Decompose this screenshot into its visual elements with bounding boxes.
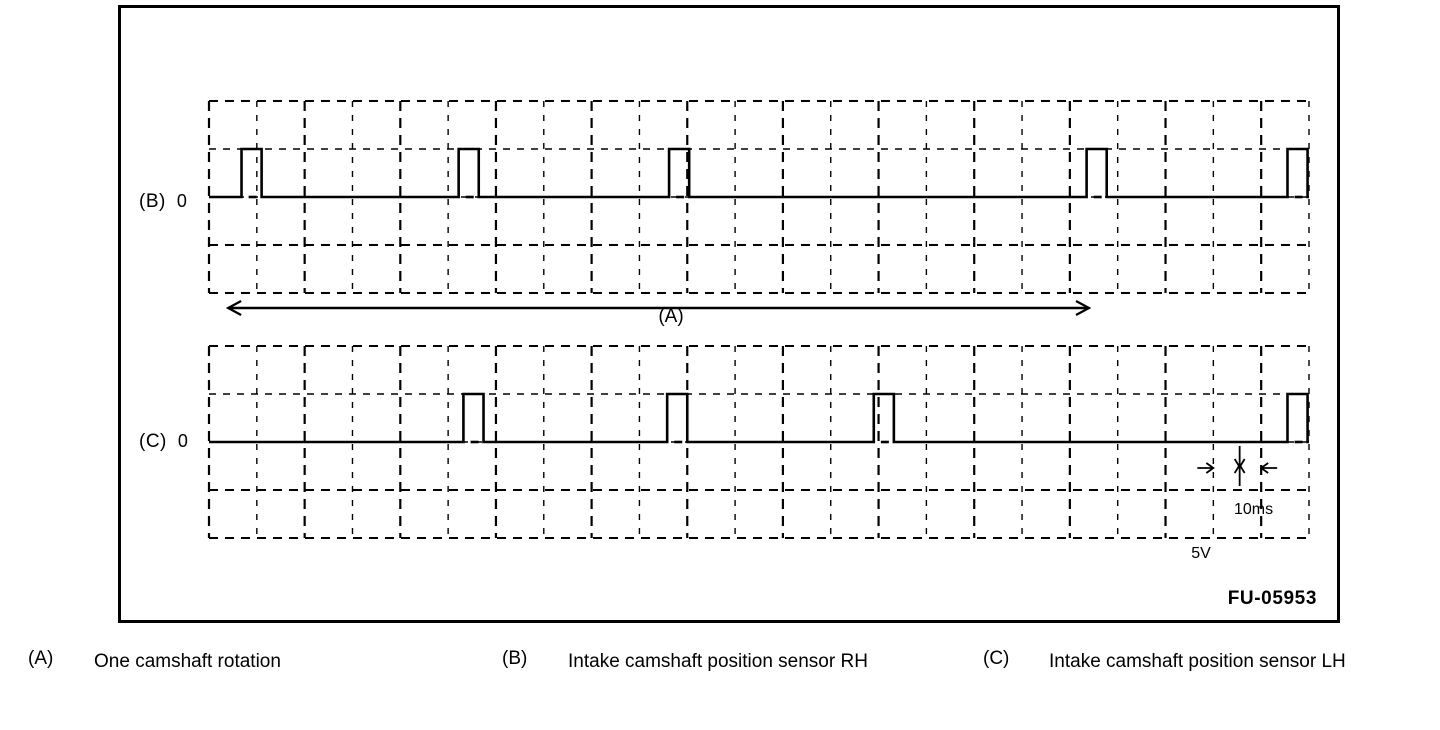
voltage-scale-label: 5V [1191,545,1211,562]
figure-code: FU-05953 [1227,588,1317,609]
waveform-figure-panel: (B) 0 (C) 0 (A) 10ms 5V FU-05953 [118,5,1340,623]
trace-key-b: (B) [139,191,166,212]
legend-text-a: One camshaft rotation [94,651,281,672]
time-scale-label: 10ms [1234,501,1274,518]
legend-key-c: (C) [983,648,1010,669]
legend-text-c: Intake camshaft position sensor LH [1049,651,1346,672]
legend-text-b: Intake camshaft position sensor RH [568,651,868,672]
legend-item-a: (A) One camshaft rotation [28,648,281,676]
trace-label-b: (B) 0 [139,191,187,213]
trace-label-c: (C) 0 [139,431,188,453]
trace-zero-b: 0 [176,191,188,211]
legend-item-c: (C) Intake camshaft position sensor LH [983,648,1346,676]
legend: (A) One camshaft rotation (B) Intake cam… [0,648,1440,728]
oscilloscope-canvas [207,100,1310,539]
legend-item-b: (B) Intake camshaft position sensor RH [502,648,868,676]
trace-key-c: (C) [139,431,167,452]
legend-key-b: (B) [502,648,528,669]
span-arrow-caption: (A) [658,306,684,327]
legend-key-a: (A) [28,648,54,669]
trace-zero-c: 0 [177,431,189,451]
